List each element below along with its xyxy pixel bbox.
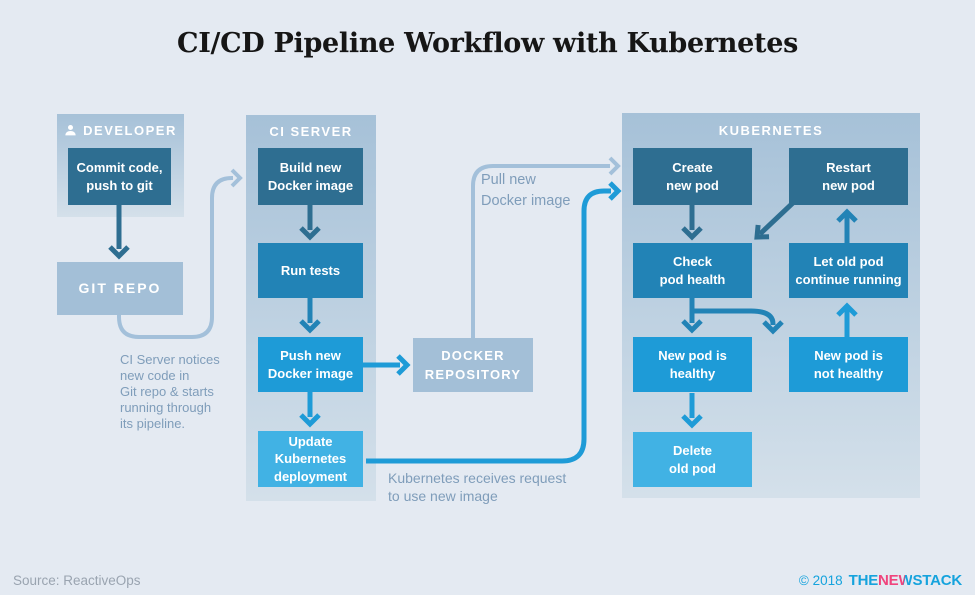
node-delete-old-pod-label: Delete old pod [669, 442, 716, 476]
developer-icon [64, 124, 77, 137]
node-git-repo: GIT REPO [57, 262, 183, 315]
arrow-push-to-update [299, 392, 321, 428]
panel-ci-server-label: CI SERVER [269, 124, 353, 139]
footer-brand: © 2018 THENEWSTACK [799, 572, 962, 589]
node-build-docker-image-label: Build new Docker image [267, 159, 354, 193]
node-build-docker-image: Build new Docker image [258, 148, 363, 205]
arrow-healthy-to-delete [681, 393, 703, 429]
arrow-gitrepo-to-build [117, 168, 243, 339]
node-git-repo-label: GIT REPO [78, 280, 162, 297]
node-update-deployment: Update Kubernetes deployment [258, 431, 363, 487]
node-delete-old-pod: Delete old pod [633, 432, 752, 487]
arrow-nothealthy-to-letold [836, 302, 858, 337]
node-run-tests-label: Run tests [280, 262, 341, 278]
node-new-pod-not-healthy: New pod is not healthy [789, 337, 908, 392]
annotation-pull-image: Pull new Docker image [481, 172, 571, 209]
arrow-check-to-nothealthy [692, 308, 784, 335]
node-docker-repository: DOCKER REPOSITORY [413, 338, 533, 392]
node-docker-repository-label: DOCKER REPOSITORY [424, 347, 522, 383]
footer-copyright: © 2018 [798, 573, 843, 588]
logo-w: W [898, 572, 913, 589]
thenewstack-logo: THENEWSTACK [848, 572, 963, 589]
node-restart-new-pod: Restart new pod [789, 148, 908, 205]
bottom-white-strip [0, 595, 975, 600]
node-push-docker-image: Push new Docker image [258, 337, 363, 392]
footer-source: Source: ReactiveOps [13, 573, 141, 588]
node-push-docker-image-label: Push new Docker image [267, 347, 354, 381]
node-check-pod-health: Check pod health [633, 243, 752, 298]
panel-ci-server-header: CI SERVER [246, 124, 376, 139]
logo-the: THE [848, 572, 879, 589]
panel-kubernetes-label: KUBERNETES [718, 123, 824, 138]
node-run-tests: Run tests [258, 243, 363, 298]
logo-stack: STACK [912, 572, 962, 589]
node-create-new-pod: Create new pod [633, 148, 752, 205]
page-title: CI/CD Pipeline Workflow with Kubernetes [177, 28, 798, 59]
panel-developer-header: DEVELOPER [57, 123, 184, 138]
node-check-pod-health-label: Check pod health [659, 253, 726, 287]
arrow-update-to-kubernetes [366, 181, 622, 464]
node-commit-code: Commit code, push to git [68, 148, 171, 205]
arrow-build-to-runtests [299, 205, 321, 241]
arrow-restart-to-check [754, 198, 798, 240]
annotation-k8s-request: Kubernetes receives request to use new i… [388, 470, 567, 504]
node-create-new-pod-label: Create new pod [666, 159, 719, 193]
arrow-dockerrepo-to-kubernetes [471, 156, 621, 338]
node-new-pod-not-healthy-label: New pod is not healthy [813, 347, 884, 381]
arrow-check-to-healthy [681, 298, 703, 334]
arrow-commit-to-gitrepo [108, 205, 130, 260]
arrow-push-to-dockerrepo [363, 354, 411, 376]
logo-ne: NE [878, 572, 899, 589]
node-commit-code-label: Commit code, push to git [76, 159, 163, 193]
annotation-ci-server-notice: CI Server notices new code in Git repo &… [120, 352, 220, 431]
node-new-pod-healthy-label: New pod is healthy [658, 347, 727, 381]
node-new-pod-healthy: New pod is healthy [633, 337, 752, 392]
arrow-create-to-check [681, 205, 703, 241]
node-let-old-pod-running-label: Let old pod continue running [795, 253, 902, 287]
arrow-runtests-to-push [299, 298, 321, 334]
arrow-letold-to-restart [836, 208, 858, 243]
node-restart-new-pod-label: Restart new pod [822, 159, 875, 193]
panel-kubernetes-header: KUBERNETES [622, 123, 920, 138]
node-let-old-pod-running: Let old pod continue running [789, 243, 908, 298]
node-update-deployment-label: Update Kubernetes deployment [274, 433, 347, 484]
panel-developer-label: DEVELOPER [83, 123, 177, 138]
